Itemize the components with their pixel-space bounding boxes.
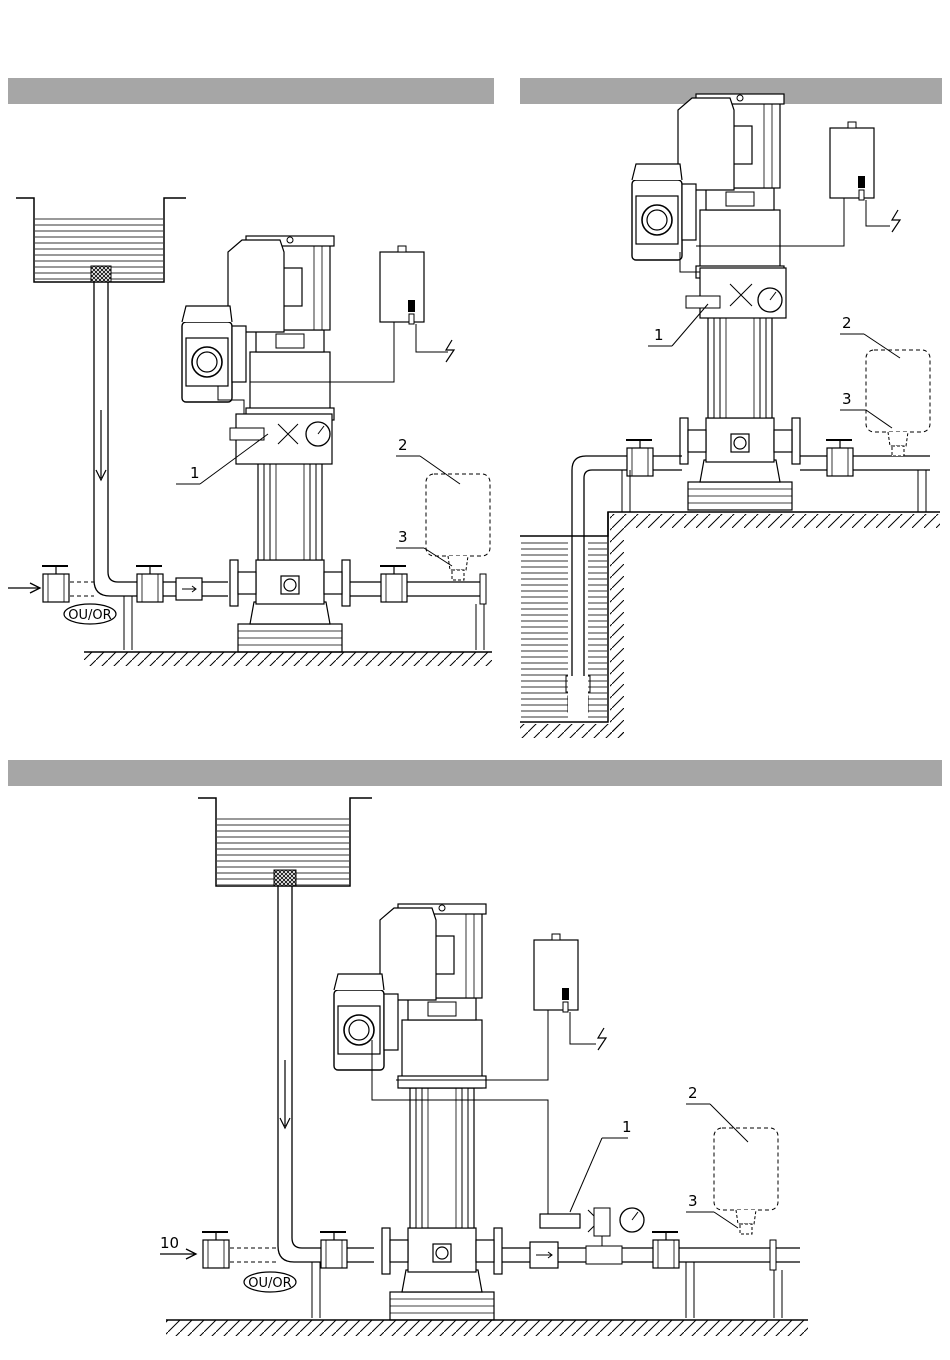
- callout-1-d1: 1: [190, 464, 200, 482]
- ouor-label-1: OU/OR: [68, 608, 111, 623]
- callout-10-d3: 10: [160, 1234, 179, 1252]
- callout-2-d1: 2: [398, 436, 408, 454]
- electric-supply-icon-3: [598, 1028, 606, 1050]
- callout-3-d3: 3: [688, 1192, 698, 1210]
- callout-1-d3: 1: [622, 1118, 632, 1136]
- electric-supply-icon-2: [892, 210, 900, 232]
- diagram-top-left: OU/OR: [8, 198, 492, 666]
- callout-3-d1: 3: [398, 528, 408, 546]
- callout-1-d2: 1: [654, 326, 664, 344]
- callout-3-d2: 3: [842, 390, 852, 408]
- ouor-label-3: OU/OR: [248, 1276, 291, 1291]
- callout-2-d2: 2: [842, 314, 852, 332]
- callout-2-d3: 2: [688, 1084, 698, 1102]
- electric-supply-icon-1: [446, 340, 454, 362]
- diagram-top-right: 1 2 3: [520, 94, 940, 738]
- diagram-bottom: 10 OU/OR: [160, 798, 808, 1336]
